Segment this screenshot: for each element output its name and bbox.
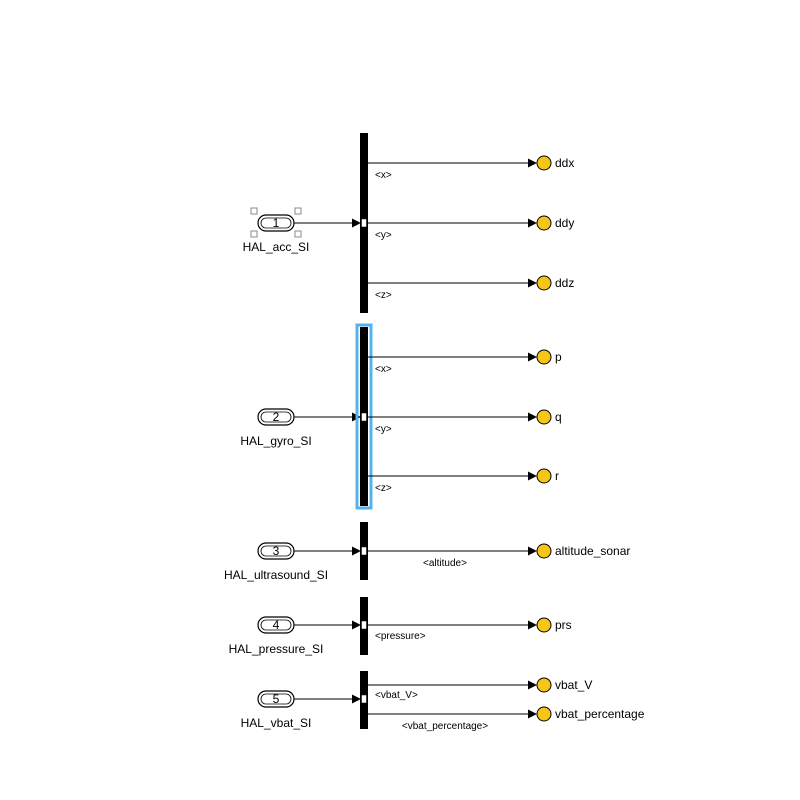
inport-name-label: HAL_vbat_SI <box>241 716 312 730</box>
inport-name-label: HAL_gyro_SI <box>240 434 311 448</box>
signal-group-gyro: 2 HAL_gyro_SI <x> p <y> q <z> r <box>240 323 562 510</box>
goto-tag-label: q <box>555 410 562 424</box>
signal-label: <z> <box>375 483 392 494</box>
inport-block-3[interactable]: 3 <box>257 542 295 560</box>
signal-group-ultrasound: 3 HAL_ultrasound_SI <altitude> altitude_… <box>224 522 630 582</box>
bus-selector-port-marker <box>361 412 367 422</box>
goto-tag[interactable] <box>536 677 552 693</box>
inport-block-1[interactable]: 1 <box>250 207 302 238</box>
inport-name-label: HAL_pressure_SI <box>229 642 324 656</box>
signal-label: <x> <box>375 364 392 375</box>
inport-number: 1 <box>273 216 280 230</box>
goto-tag-label: ddz <box>555 276 574 290</box>
inport-number: 4 <box>273 618 280 632</box>
goto-tag-label: vbat_V <box>555 678 592 692</box>
inport-number: 2 <box>273 410 280 424</box>
goto-tag-label: altitude_sonar <box>555 544 630 558</box>
inport-block-2[interactable]: 2 <box>257 408 295 426</box>
goto-tag-label: prs <box>555 618 572 632</box>
goto-tag[interactable] <box>536 706 552 722</box>
goto-tag-label: vbat_percentage <box>555 707 645 721</box>
inport-number: 3 <box>273 544 280 558</box>
goto-tag[interactable] <box>536 468 552 484</box>
goto-tag-label: ddy <box>555 216 574 230</box>
signal-label: <x> <box>375 170 392 181</box>
signal-group-acc: 1 HAL_acc_SI <x> ddx <y> ddy <z> ddz <box>243 133 574 313</box>
signal-label: <z> <box>375 290 392 301</box>
goto-tag[interactable] <box>536 155 552 171</box>
goto-tag[interactable] <box>536 543 552 559</box>
signal-label: <vbat_V> <box>375 690 418 701</box>
inport-block-4[interactable]: 4 <box>257 616 295 634</box>
goto-tag[interactable] <box>536 349 552 365</box>
inport-name-label: HAL_acc_SI <box>243 240 310 254</box>
goto-tag[interactable] <box>536 215 552 231</box>
signal-label: <y> <box>375 230 392 241</box>
bus-selector-port-marker <box>361 620 367 630</box>
signal-group-pressure: 4 HAL_pressure_SI <pressure> prs <box>229 597 572 656</box>
goto-tag-label: p <box>555 350 562 364</box>
signal-label: <y> <box>375 424 392 435</box>
inport-name-label: HAL_ultrasound_SI <box>224 568 328 582</box>
signal-label: <pressure> <box>375 631 426 642</box>
goto-tag-label: r <box>555 469 559 483</box>
inport-block-5[interactable]: 5 <box>257 690 295 708</box>
goto-tag[interactable] <box>536 409 552 425</box>
goto-tag[interactable] <box>536 617 552 633</box>
signal-label: <vbat_percentage> <box>402 721 488 732</box>
goto-tag[interactable] <box>536 275 552 291</box>
signal-group-vbat: 5 HAL_vbat_SI <vbat_V> vbat_V <vbat_perc… <box>241 671 645 732</box>
goto-tag-label: ddx <box>555 156 574 170</box>
bus-selector-port-marker <box>361 694 367 704</box>
signal-label: <altitude> <box>423 558 467 569</box>
bus-selector-port-marker <box>361 218 367 228</box>
selection-handles[interactable] <box>250 207 302 238</box>
bus-selector-port-marker <box>361 546 367 556</box>
inport-number: 5 <box>273 692 280 706</box>
